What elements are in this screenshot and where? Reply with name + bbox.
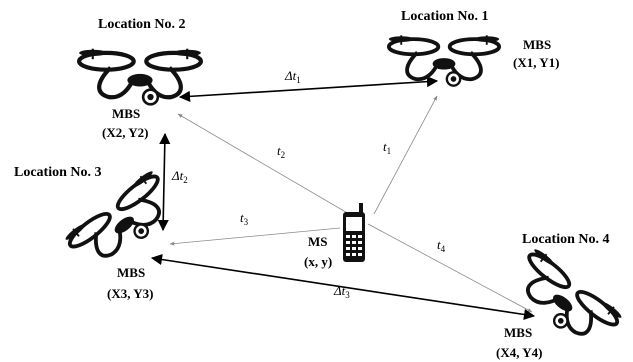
t1-label: t1 [383, 139, 391, 156]
mbs-1-coord: (X1, Y1) [513, 55, 559, 70]
mbs-2-label: MBS [112, 106, 140, 121]
delta-t1-label: Δt1 [284, 68, 301, 85]
mbs-4-label: MBS [504, 325, 532, 340]
delta-t3-label: Δt3 [333, 283, 350, 300]
mbs-3-label: MBS [117, 265, 145, 280]
signal-line-t2 [177, 113, 357, 219]
t4-label: t4 [437, 237, 446, 254]
ms-label: MS [308, 234, 328, 249]
t3-label: t3 [240, 210, 249, 227]
mbs-1-label: MBS [523, 37, 551, 52]
drone-icon-location-2 [79, 49, 201, 105]
ms-coord: (x, y) [304, 254, 332, 269]
t2-label: t2 [277, 143, 285, 160]
drone-icon-location-1 [386, 33, 502, 88]
location-3-label: Location No. 3 [14, 165, 102, 180]
signal-line-t4 [367, 223, 533, 313]
signal-line-t1 [373, 95, 438, 215]
mbs-2-coord: (X2, Y2) [102, 125, 148, 140]
location-1-label: Location No. 1 [401, 9, 489, 24]
delta-t2-label: Δt2 [171, 168, 188, 185]
mbs-3-coord: (X3, Y3) [107, 286, 153, 301]
delta-arrow-3 [150, 253, 536, 321]
delta-arrow-1 [178, 76, 439, 102]
location-2-label: Location No. 2 [98, 17, 186, 32]
signal-lines [169, 95, 533, 313]
signal-line-t3 [169, 227, 341, 246]
delta-arrows [150, 76, 536, 321]
mbs-4-coord: (X4, Y4) [496, 345, 542, 360]
delta-arrow-2 [157, 132, 171, 232]
location-4-label: Location No. 4 [522, 232, 610, 247]
mobile-phone-icon [343, 203, 365, 262]
